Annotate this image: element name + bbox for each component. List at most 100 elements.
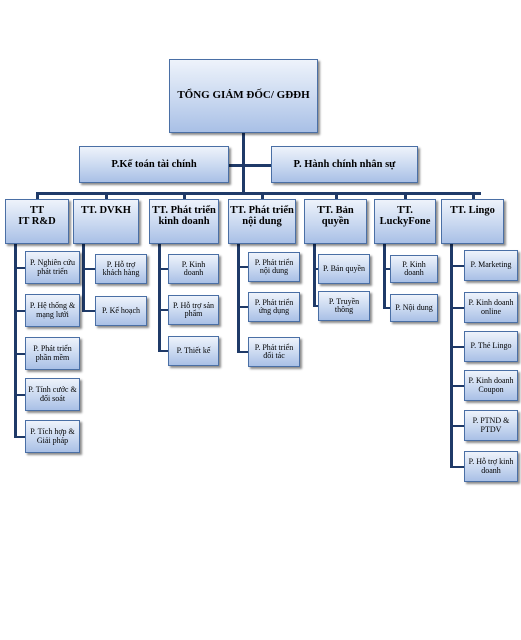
division-7-unit-box: P. Marketing [464, 250, 518, 281]
division-1-unit-box: P. Phát triển phần mềm [25, 337, 80, 370]
finance-department-box: P.Kế toán tài chính [79, 146, 229, 183]
division-4-unit-connector-line [237, 351, 248, 353]
division-2-drop-line [105, 192, 108, 199]
division-7-drop-line [472, 192, 475, 199]
division-1-spine-line [14, 244, 17, 438]
ceo-box: TỔNG GIÁM ĐỐC/ GĐĐH [169, 59, 318, 133]
division-7-unit-box: P. Hỗ trợ kinh doanh [464, 451, 518, 482]
division-4-unit-connector-line [237, 266, 248, 268]
division-1-unit-connector-line [14, 267, 25, 269]
division-7-box: TT. Lingo [441, 199, 504, 244]
division-5-spine-line [313, 244, 316, 307]
division-3-unit-box: P. Thiết kế [168, 336, 219, 366]
division-7-unit-connector-line [450, 307, 464, 309]
division-6-unit-box: P. Nội dung [390, 294, 438, 322]
division-6-drop-line [404, 192, 407, 199]
division-6-unit-label: P. Kinh doanh [402, 259, 426, 277]
division-5-box: TT. Bản quyền [304, 199, 367, 244]
ceo-label: TỔNG GIÁM ĐỐC/ GĐĐH [177, 89, 310, 102]
division-3-unit-connector-line [158, 309, 168, 311]
division-1-unit-box: P. Tích hợp & Giải pháp [25, 420, 80, 453]
division-1-unit-connector-line [14, 436, 25, 438]
staff-connector-line [229, 164, 271, 167]
division-7-spine-line [450, 244, 453, 468]
trunk-line [242, 133, 245, 193]
division-3-unit-label: P. Kinh doanh [181, 259, 206, 277]
division-7-unit-label: P. Kinh doanh Coupon [468, 376, 514, 394]
division-1-unit-label: P. Hệ thống & mạng lưới [29, 301, 76, 319]
division-1-unit-label: P. Phát triển phần mềm [33, 344, 72, 362]
division-3-label: TT. Phát triển kinh doanh [152, 205, 216, 228]
division-3-unit-label: P. Thiết kế [176, 345, 211, 355]
division-1-unit-label: P. Nghiên cứu phát triển [30, 258, 75, 276]
division-bus-line [36, 192, 481, 195]
division-3-unit-label: P. Hỗ trợ sản phẩm [172, 300, 215, 318]
division-1-unit-box: P. Hệ thống & mạng lưới [25, 294, 80, 327]
division-6-unit-connector-line [383, 307, 390, 309]
division-7-unit-label: P. Kinh doanh online [468, 298, 514, 316]
division-2-unit-label: P. Kế hoạch [102, 305, 140, 315]
division-4-unit-box: P. Phát triển nội dung [248, 252, 300, 282]
division-7-unit-box: P. Kinh doanh Coupon [464, 370, 518, 401]
division-2-unit-connector-line [82, 310, 95, 312]
division-7-unit-connector-line [450, 346, 464, 348]
division-5-unit-label: P. Truyền thông [328, 296, 360, 314]
division-1-unit-connector-line [14, 394, 25, 396]
division-2-unit-box: P. Kế hoạch [95, 296, 147, 326]
division-3-spine-line [158, 244, 161, 352]
division-3-unit-connector-line [158, 268, 168, 270]
division-1-unit-label: P. Tính cước & đối soát [28, 385, 77, 403]
division-2-spine-line [82, 244, 85, 312]
division-2-box: TT. DVKH [73, 199, 139, 244]
division-3-unit-box: P. Hỗ trợ sản phẩm [168, 295, 219, 325]
division-4-unit-box: P. Phát triển đối tác [248, 337, 300, 367]
division-1-unit-connector-line [14, 310, 25, 312]
division-4-label: TT. Phát triển nội dung [230, 205, 294, 228]
division-4-unit-label: P. Phát triển đối tác [254, 342, 294, 360]
division-4-unit-box: P. Phát triển ứng dụng [248, 292, 300, 322]
division-4-unit-connector-line [237, 306, 248, 308]
division-4-unit-label: P. Phát triển nội dung [254, 257, 294, 275]
division-2-label: TT. DVKH [81, 205, 131, 216]
division-2-unit-label: P. Hỗ trợ khách hàng [102, 259, 140, 277]
division-7-unit-box: P. Kinh doanh online [464, 292, 518, 323]
division-6-unit-label: P. Nội dung [395, 302, 433, 312]
division-4-drop-line [261, 192, 264, 199]
division-3-unit-connector-line [158, 350, 168, 352]
division-6-spine-line [383, 244, 386, 309]
division-7-unit-box: P. PTND & PTDV [464, 410, 518, 441]
division-6-unit-box: P. Kinh doanh [390, 255, 438, 283]
division-7-unit-connector-line [450, 425, 464, 427]
division-1-unit-box: P. Tính cước & đối soát [25, 378, 80, 411]
division-7-unit-label: P. PTND & PTDV [472, 416, 510, 434]
division-5-unit-label: P. Bản quyền [323, 263, 365, 273]
division-7-unit-connector-line [450, 265, 464, 267]
division-7-unit-label: P. Hỗ trợ kinh doanh [468, 457, 514, 475]
division-5-unit-box: P. Truyền thông [318, 291, 370, 321]
division-7-unit-connector-line [450, 466, 464, 468]
hr-department-label: P. Hành chính nhân sự [293, 158, 396, 170]
division-5-unit-box: P. Bản quyền [318, 254, 370, 284]
division-1-box: TT IT R&D [5, 199, 69, 244]
division-3-drop-line [183, 192, 186, 199]
division-6-label: TT. LuckyFone [379, 205, 431, 228]
division-7-unit-connector-line [450, 385, 464, 387]
division-4-unit-label: P. Phát triển ứng dụng [254, 297, 294, 315]
division-2-unit-connector-line [82, 268, 95, 270]
finance-department-label: P.Kế toán tài chính [111, 158, 197, 170]
division-1-label: TT IT R&D [18, 205, 56, 228]
division-7-unit-label: P. Marketing [470, 260, 512, 270]
division-3-box: TT. Phát triển kinh doanh [149, 199, 219, 244]
division-6-box: TT. LuckyFone [374, 199, 436, 244]
division-2-unit-box: P. Hỗ trợ khách hàng [95, 254, 147, 284]
division-1-unit-connector-line [14, 353, 25, 355]
division-4-box: TT. Phát triển nội dung [228, 199, 296, 244]
division-7-unit-label: P. Thẻ Lingo [470, 341, 512, 351]
division-7-label: TT. Lingo [450, 205, 495, 216]
division-4-spine-line [237, 244, 240, 353]
division-3-unit-box: P. Kinh doanh [168, 254, 219, 284]
division-1-drop-line [36, 192, 39, 199]
division-5-label: TT. Bản quyền [317, 205, 354, 228]
division-1-unit-label: P. Tích hợp & Giải pháp [30, 427, 75, 445]
